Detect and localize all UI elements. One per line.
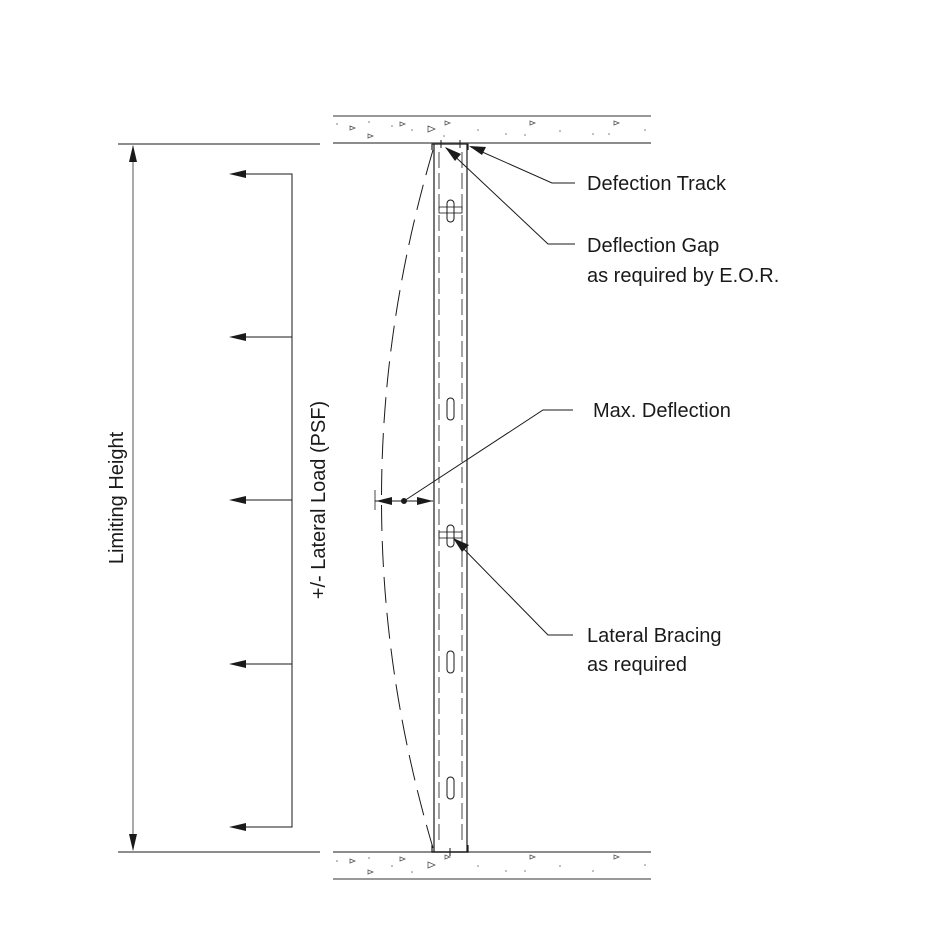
label-deflection-gap-note: as required by E.O.R.	[587, 265, 779, 287]
bottom-concrete-slab	[333, 851, 651, 880]
lateral-load-arrows	[229, 170, 293, 831]
load-arrow-icon	[229, 660, 246, 668]
label-lateral-load: +/- Lateral Load (PSF)	[308, 401, 330, 599]
steel-stud	[431, 140, 469, 856]
load-arrow-icon	[229, 170, 246, 178]
label-limiting-height: Limiting Height	[106, 431, 128, 564]
load-arrow-icon	[229, 333, 246, 341]
leader-lateral-bracing	[453, 538, 573, 636]
leader-deflection-track	[469, 146, 575, 184]
load-arrow-icon	[229, 823, 246, 831]
leader-deflection-gap	[445, 147, 575, 245]
max-deflection-dimension	[374, 409, 573, 510]
load-arrow-icon	[229, 496, 246, 504]
label-deflection-track: Defection Track	[587, 173, 727, 195]
top-concrete-slab	[333, 115, 651, 144]
label-deflection-gap: Deflection Gap	[587, 235, 719, 257]
label-lateral-bracing: Lateral Bracing	[587, 625, 722, 647]
label-max-deflection: Max. Deflection	[593, 400, 731, 422]
limiting-height-dimension	[118, 143, 320, 853]
label-lateral-bracing-note: as required	[587, 654, 687, 676]
